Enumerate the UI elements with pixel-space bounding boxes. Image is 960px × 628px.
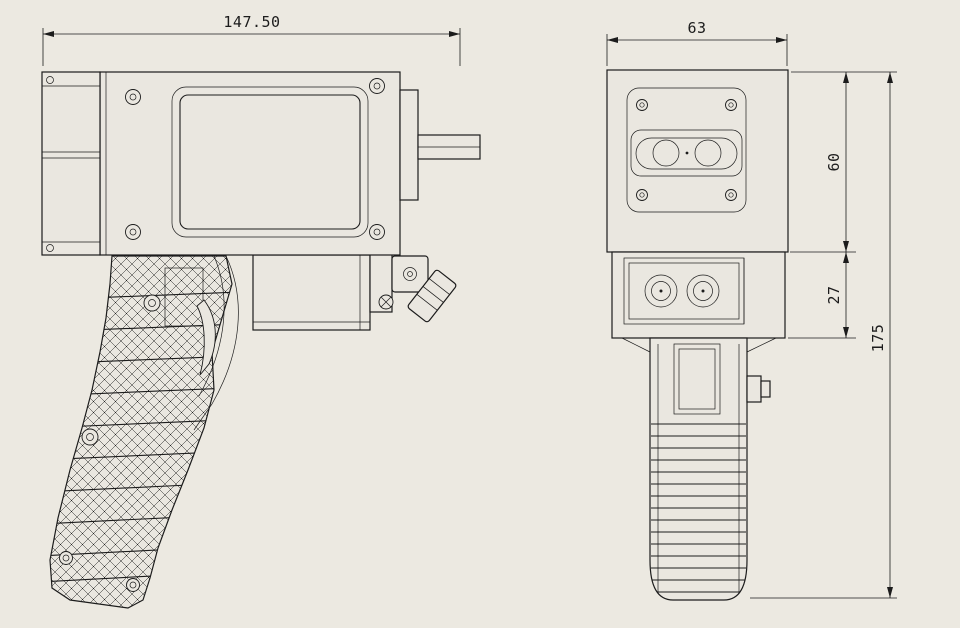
dim-label-front-module-height: 27 [825,285,843,304]
mount-bracket [369,249,457,323]
body-screw-tl [125,89,141,105]
front-slot [630,129,743,177]
nozzle-plate [399,89,419,201]
front-plate [626,87,747,213]
dim-label-side-width: 147.50 [223,13,280,31]
bracket-bolt [403,267,417,281]
body-housing [99,71,401,256]
trigger [196,299,216,376]
side-knob [746,375,762,403]
lens-left [644,274,678,308]
front-head [606,69,789,253]
cap-screw-bottom [46,244,54,252]
display-screen [179,94,361,230]
side-main-body [99,71,401,256]
handle-screw-3 [59,551,73,565]
plate-screw-bl [636,189,648,201]
plate-screw-tr [725,99,737,111]
trigger-assembly [193,255,239,431]
front-handle [621,337,777,601]
dim-front-total-height: 175 [750,72,897,599]
slot-roller-left [652,139,680,167]
side-lower-module [252,254,371,331]
body-screw-tr [369,78,385,94]
dim-label-front-total-height: 175 [869,324,887,353]
handle-screw-4 [126,578,140,592]
lens-right [686,274,720,308]
nozzle-assembly [399,89,481,201]
handle-screw-1 [143,294,161,312]
clamp-knob [407,269,457,323]
dim-front-module-height: 27 [788,252,856,339]
side-end-cap [41,71,101,256]
front-lens-module [611,251,786,339]
slot-center-mark [685,151,689,155]
front-view [606,69,789,601]
dim-front-width: 63 [606,19,788,66]
screen-bezel [171,86,369,238]
front-trigger-slot [673,343,721,415]
cap-screw-top [46,76,54,84]
dim-side-width: 147.50 [42,13,461,66]
body-screw-bl [125,224,141,240]
slot-roller-right [694,139,722,167]
front-handle-outline [649,337,748,601]
plate-screw-tl [636,99,648,111]
front-handle-texture [651,344,746,594]
dim-front-upper-height: 60 [790,71,897,253]
body-screw-br [369,224,385,240]
dim-label-front-width: 63 [687,19,706,37]
dim-label-front-upper-height: 60 [825,152,843,171]
handle-screw-2 [81,428,99,446]
plate-screw-br [725,189,737,201]
